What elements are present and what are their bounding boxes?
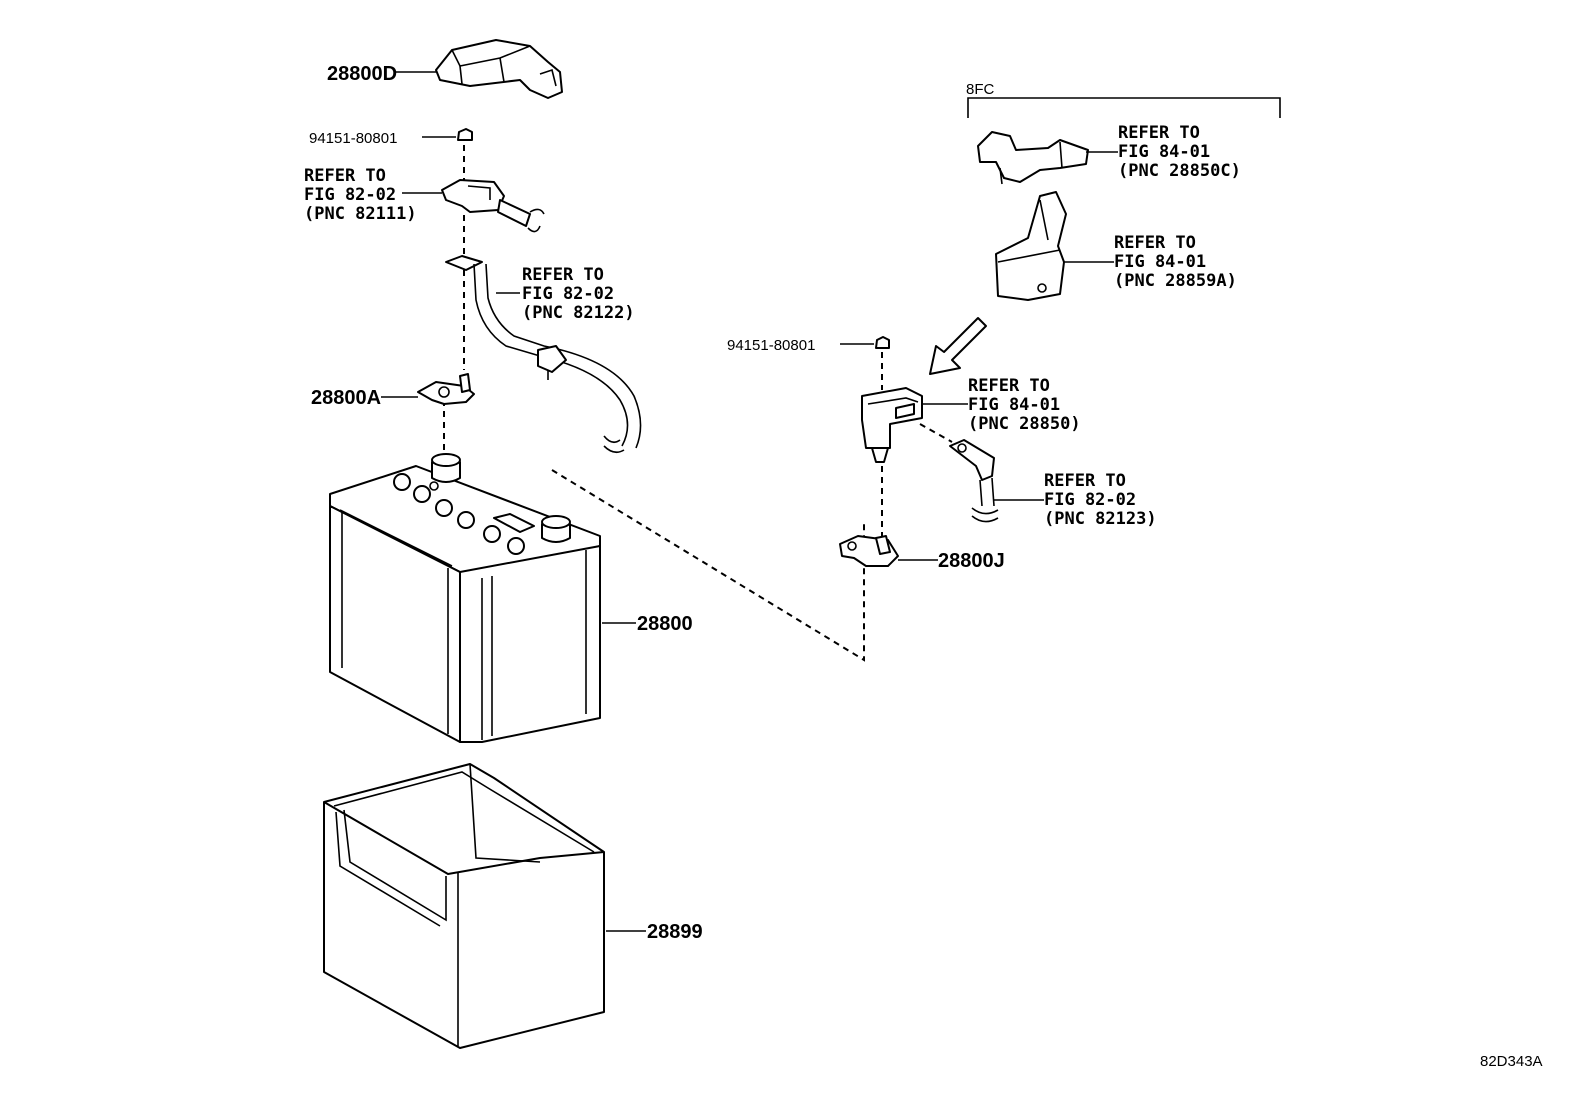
ref-28850C-line3: (PNC 28850C) <box>1118 161 1241 181</box>
ref-28859A-line3: (PNC 28859A) <box>1114 271 1237 291</box>
direction-arrow <box>929 317 987 375</box>
ref-82111-line2: FIG 82-02 <box>304 185 396 205</box>
battery-cable-82122[interactable] <box>445 255 642 454</box>
ref-28850-line2: FIG 84-01 <box>968 395 1060 415</box>
ref-82111-line3: (PNC 82111) <box>304 204 417 224</box>
group-bracket-8FC <box>967 97 1281 118</box>
nut-right[interactable] <box>875 336 890 349</box>
label-28800D: 28800D <box>327 63 397 85</box>
label-28899: 28899 <box>647 921 703 943</box>
nut-left[interactable] <box>457 128 473 141</box>
ref-28859A-line1: REFER TO <box>1114 233 1196 253</box>
assembly-connector-dashed <box>551 469 865 662</box>
sensor-28850[interactable] <box>861 387 923 463</box>
ref-28850C-line1: REFER TO <box>1118 123 1200 143</box>
ref-28850-line3: (PNC 28850) <box>968 414 1081 434</box>
ref-82111-line1: REFER TO <box>304 166 386 186</box>
ref-82122-line1: REFER TO <box>522 265 604 285</box>
label-nut-right: 94151-80801 <box>727 337 815 354</box>
label-28800A: 28800A <box>311 387 381 409</box>
bracket-28859A[interactable] <box>995 191 1067 301</box>
battery-tray-28899[interactable] <box>323 763 605 1049</box>
terminal-cover-28800D[interactable] <box>435 39 563 99</box>
label-28800: 28800 <box>637 613 693 635</box>
ref-28850C-line2: FIG 84-01 <box>1118 142 1210 162</box>
ground-cable-82123[interactable] <box>949 439 999 523</box>
ref-28859A-line2: FIG 84-01 <box>1114 252 1206 272</box>
ref-82123-line3: (PNC 82123) <box>1044 509 1157 529</box>
diagram-code: 82D343A <box>1480 1053 1543 1070</box>
ref-28850-line1: REFER TO <box>968 376 1050 396</box>
ref-82122-line3: (PNC 82122) <box>522 303 635 323</box>
cable-terminal-82111[interactable] <box>441 179 545 233</box>
battery-28800[interactable] <box>329 453 601 743</box>
label-28800J: 28800J <box>938 550 1005 572</box>
ref-82123-line2: FIG 82-02 <box>1044 490 1136 510</box>
terminal-28800A[interactable] <box>417 373 475 405</box>
sensor-28850C[interactable] <box>977 131 1089 185</box>
terminal-28800J[interactable] <box>839 535 899 567</box>
ref-82123-line1: REFER TO <box>1044 471 1126 491</box>
label-8FC: 8FC <box>966 81 995 98</box>
ref-82122-line2: FIG 82-02 <box>522 284 614 304</box>
label-nut-left: 94151-80801 <box>309 130 397 147</box>
